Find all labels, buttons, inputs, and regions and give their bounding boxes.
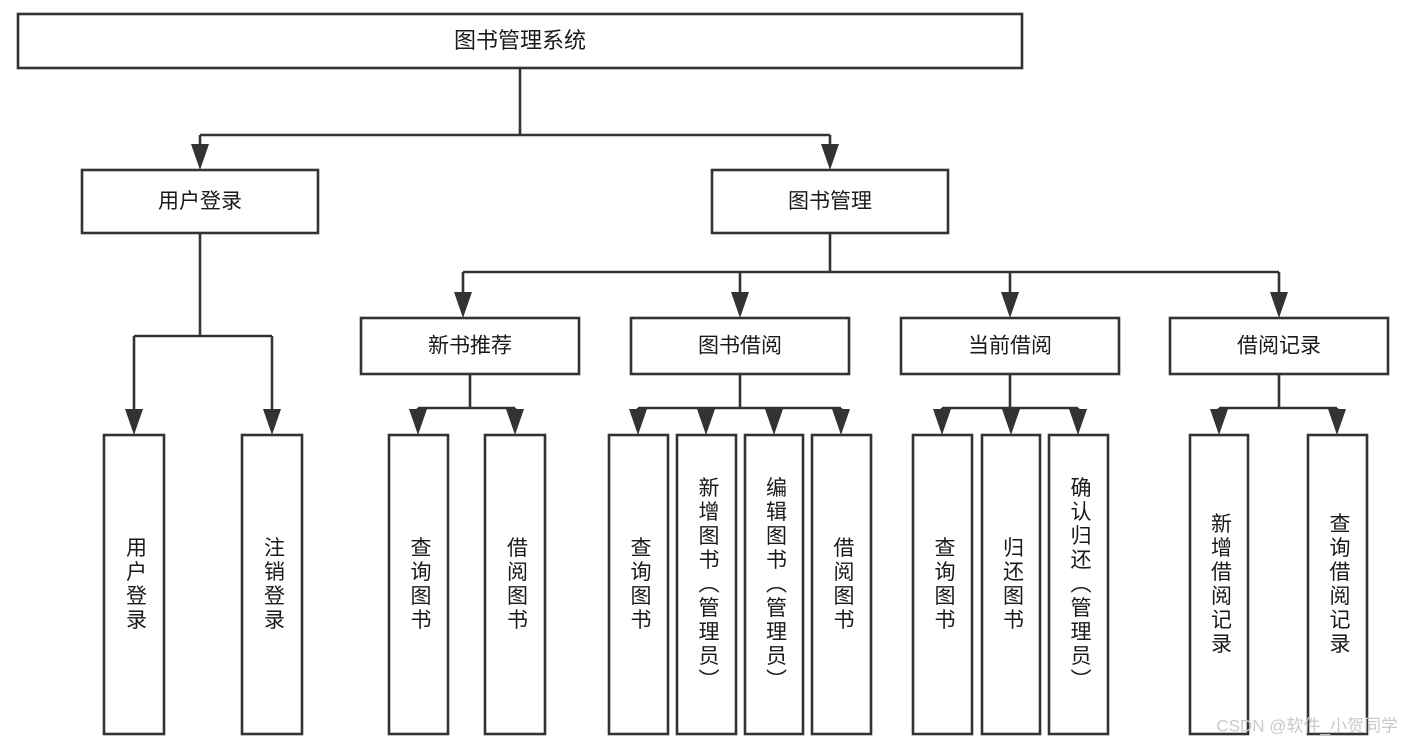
arrow-head-icon [125,409,143,435]
arrow-head-icon [1069,409,1087,435]
node-leaf-edit-book[interactable]: 编辑图书（管理员） [743,433,805,736]
node-leaf-user-login[interactable]: 用户登录 [102,433,166,736]
watermark-label: CSDN @软件_小贺同学 [1216,716,1398,735]
node-leaf-query-book-rec[interactable]: 查询图书 [387,433,450,736]
node-label: 注销登录 [261,537,285,633]
node-box [102,433,166,736]
node-box [240,433,304,736]
node-label: 图书管理系统 [454,28,586,53]
arrow-head-icon [765,409,783,435]
node-label: 新书推荐 [428,335,512,358]
arrow-head-icon [697,409,715,435]
node-label: 图书借阅 [698,335,782,358]
node-box [1047,433,1110,736]
node-borrow-record[interactable]: 借阅记录 [1168,316,1390,376]
node-leaf-borrow-book-b[interactable]: 借阅图书 [810,433,873,736]
node-label: 查询借阅记录 [1327,513,1351,657]
node-label: 当前借阅 [968,335,1052,358]
node-leaf-add-record[interactable]: 新增借阅记录 [1188,433,1250,736]
arrow-head-icon [832,409,850,435]
node-label: 查询图书 [408,537,432,633]
node-box [675,433,738,736]
node-leaf-logout[interactable]: 注销登录 [240,433,304,736]
node-label: 新增图书（管理员） [696,477,720,693]
node-box [629,316,851,376]
node-leaf-add-book[interactable]: 新增图书（管理员） [675,433,738,736]
node-label: 新增借阅记录 [1208,513,1232,657]
node-label: 借阅图书 [504,537,528,633]
connector-user-login-to-leaves [125,233,281,435]
node-box [387,433,450,736]
arrow-head-icon [629,409,647,435]
arrow-head-icon [1210,409,1228,435]
connector-root-to-level2 [191,68,839,170]
arrow-head-icon [1270,292,1288,318]
node-box [1188,433,1250,736]
node-layer: 图书管理系统用户登录图书管理新书推荐图书借阅当前借阅借阅记录用户登录注销登录查询… [16,12,1390,736]
node-label: 用户登录 [123,537,147,633]
connector-book-borrow-to-leaves [629,374,850,435]
node-box [899,316,1121,376]
node-book-manage[interactable]: 图书管理 [710,168,950,235]
node-label: 用户登录 [158,190,242,213]
node-box [483,433,547,736]
node-box [359,316,581,376]
node-label: 借阅图书 [831,537,855,633]
node-box [80,168,320,235]
node-label: 图书管理 [788,190,872,213]
node-root[interactable]: 图书管理系统 [16,12,1024,70]
node-leaf-borrow-book-rec[interactable]: 借阅图书 [483,433,547,736]
arrow-head-icon [263,409,281,435]
node-label: 查询图书 [932,537,956,633]
node-leaf-query-book-c[interactable]: 查询图书 [911,433,974,736]
node-box [911,433,974,736]
node-leaf-return-book[interactable]: 归还图书 [980,433,1042,736]
node-box [1168,316,1390,376]
node-label: 确认归还（管理员） [1068,477,1092,693]
node-box [1306,433,1369,736]
node-box [607,433,670,736]
connector-borrow-record-to-leaves [1210,374,1346,435]
node-user-login[interactable]: 用户登录 [80,168,320,235]
node-leaf-confirm-return[interactable]: 确认归还（管理员） [1047,433,1110,736]
node-box [743,433,805,736]
node-label: 编辑图书（管理员） [763,477,787,693]
arrow-head-icon [409,409,427,435]
node-label: 归还图书 [1000,537,1024,633]
arrow-head-icon [454,292,472,318]
arrow-head-icon [506,409,524,435]
node-box [710,168,950,235]
connector-new-book-rec-to-leaves [409,374,524,435]
node-box [16,12,1024,70]
node-label: 查询图书 [628,537,652,633]
connector-current-borrow-to-leaves [933,374,1087,435]
node-leaf-query-book-b[interactable]: 查询图书 [607,433,670,736]
arrow-head-icon [821,144,839,170]
node-label: 借阅记录 [1237,335,1321,358]
node-new-book-rec[interactable]: 新书推荐 [359,316,581,376]
node-box [810,433,873,736]
connector-layer [125,68,1346,435]
arrow-head-icon [191,144,209,170]
node-current-borrow[interactable]: 当前借阅 [899,316,1121,376]
arrow-head-icon [1002,409,1020,435]
connector-book-manage-to-level3 [454,233,1288,318]
arrow-head-icon [731,292,749,318]
node-leaf-query-record[interactable]: 查询借阅记录 [1306,433,1369,736]
node-box [980,433,1042,736]
arrow-head-icon [1328,409,1346,435]
node-book-borrow[interactable]: 图书借阅 [629,316,851,376]
arrow-head-icon [1001,292,1019,318]
arrow-head-icon [933,409,951,435]
